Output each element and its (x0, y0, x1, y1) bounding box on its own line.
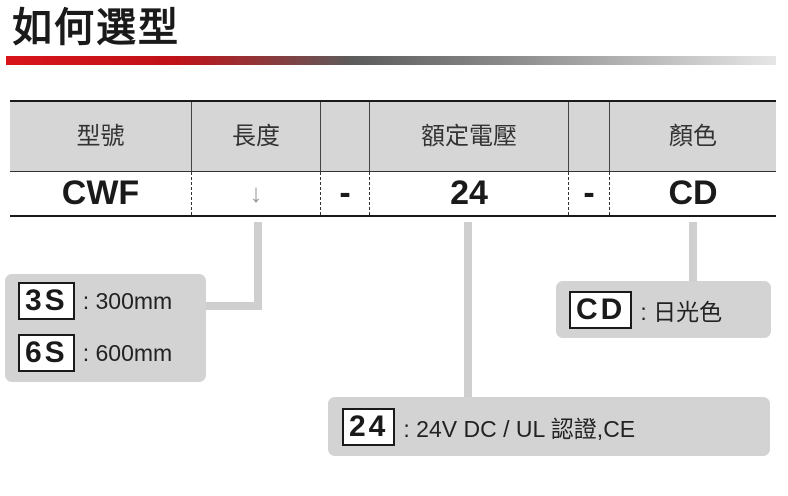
value-separator: - (583, 174, 595, 212)
value-divider (369, 172, 370, 215)
option-desc: : 600mm (82, 339, 173, 366)
table-header-row (10, 102, 776, 171)
color-option: CD : 日光色 (569, 290, 722, 330)
page-title: 如何選型 (12, 5, 180, 51)
value-voltage: 24 (450, 174, 488, 212)
connector-length-vertical (254, 222, 262, 310)
length-option: 3S : 300mm (18, 281, 172, 321)
header-voltage: 額定電壓 (421, 122, 517, 150)
option-desc: : 300mm (82, 287, 173, 314)
value-divider (568, 172, 569, 215)
header-divider (191, 102, 192, 171)
title-underline-bar (6, 56, 776, 65)
connector-color (689, 222, 697, 282)
option-desc: : 24V DC / UL 認證,CE (403, 416, 636, 442)
option-code: 6S (18, 334, 75, 372)
down-arrow-icon: ↓ (249, 178, 263, 208)
length-option: 6S : 600mm (18, 333, 172, 373)
connector-length-horizontal (205, 302, 262, 310)
header-divider (609, 102, 610, 171)
value-model: CWF (61, 174, 140, 212)
header-divider (568, 102, 569, 171)
voltage-options-box (328, 397, 770, 456)
header-color: 顏色 (669, 122, 717, 150)
connector-voltage (464, 222, 472, 398)
option-code: CD (569, 291, 633, 329)
value-divider (191, 172, 192, 215)
header-length: 長度 (232, 122, 280, 150)
table-top-border (10, 100, 776, 102)
header-model: 型號 (76, 122, 125, 150)
value-color: CD (668, 174, 718, 212)
option-code: 3S (18, 282, 75, 320)
voltage-option: 24 : 24V DC / UL 認證,CE (342, 407, 635, 447)
value-divider (320, 172, 321, 215)
table-bottom-border (10, 215, 776, 217)
value-separator: - (339, 174, 351, 212)
option-desc: : 日光色 (640, 299, 723, 325)
header-sep-2 (569, 102, 609, 171)
table-row-divider (10, 171, 776, 172)
option-code: 24 (342, 408, 396, 446)
header-divider (320, 102, 321, 171)
header-divider (369, 102, 370, 171)
value-divider (609, 172, 610, 215)
header-sep-1 (321, 102, 369, 171)
